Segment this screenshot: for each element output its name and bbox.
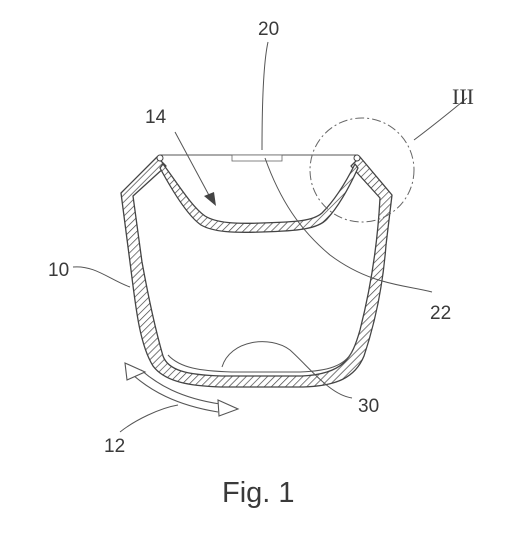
arrow-14-head <box>204 192 216 206</box>
leader-30 <box>221 341 353 399</box>
detail-circle <box>309 117 415 223</box>
leader-10 <box>72 266 131 288</box>
cup-outer-wall <box>120 156 393 388</box>
leader-12 <box>119 404 179 433</box>
rotation-arrow-12 <box>132 374 219 413</box>
leader-22 <box>264 157 433 293</box>
label-ref-14: 14 <box>145 107 167 128</box>
label-ref-20: 20 <box>258 19 279 40</box>
leader-iii <box>413 97 468 141</box>
label-detail-iii: III <box>452 84 474 109</box>
rotation-arrowhead-left <box>124 362 147 381</box>
hinge-left <box>156 154 164 162</box>
label-ref-30: 30 <box>358 396 379 417</box>
label-ref-22: 22 <box>430 303 451 324</box>
label-ref-12: 12 <box>104 436 125 457</box>
seal-element <box>231 154 283 162</box>
hinge-right <box>353 154 361 162</box>
inner-tray-wall <box>159 163 359 233</box>
bottom-liner <box>167 351 353 373</box>
arrow-14-shaft <box>174 131 212 200</box>
leader-20 <box>261 41 269 151</box>
figure-caption: Fig. 1 <box>222 477 295 509</box>
rotation-arrow-12-inner <box>140 369 221 405</box>
rotation-arrowhead-right <box>217 399 240 417</box>
label-ref-10: 10 <box>48 260 69 281</box>
